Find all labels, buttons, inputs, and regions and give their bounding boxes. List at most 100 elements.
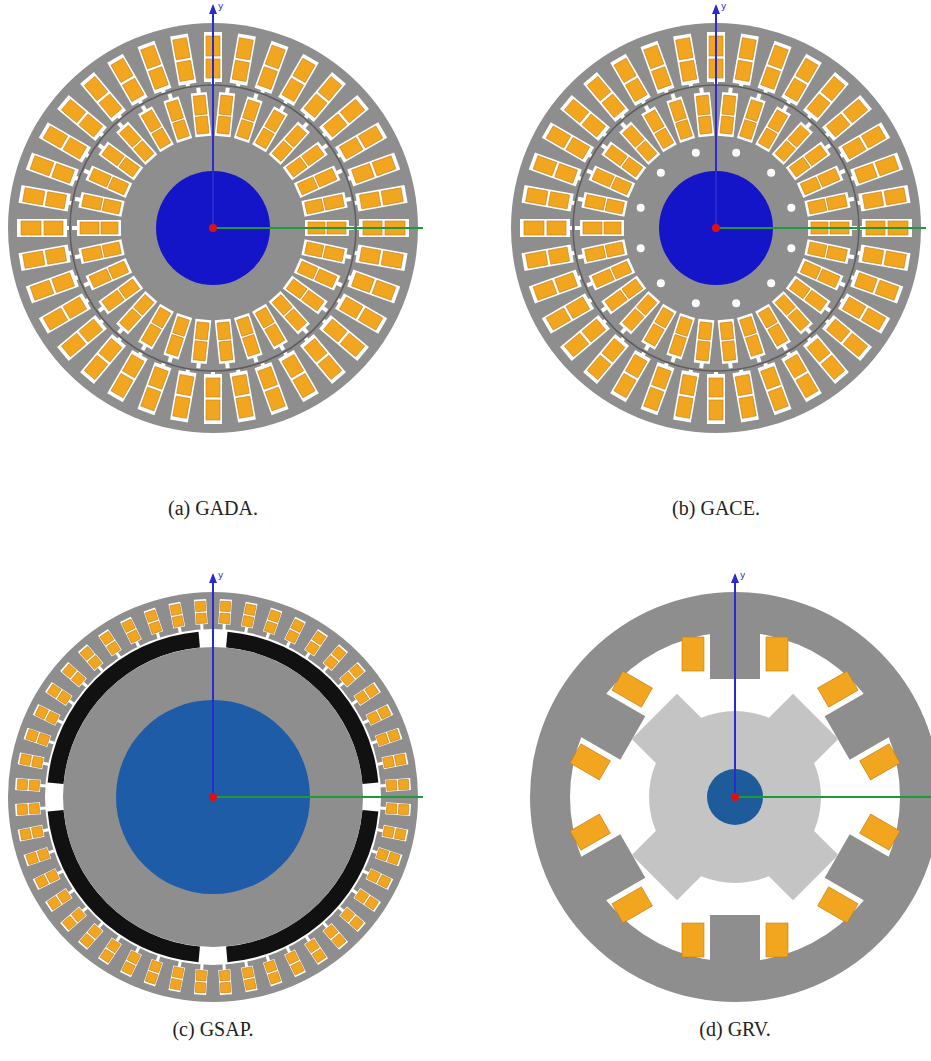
coil	[676, 120, 693, 140]
stator-slot	[335, 662, 366, 691]
stator-slot	[120, 944, 144, 977]
slot-opening	[620, 327, 627, 334]
slot-opening	[857, 200, 864, 205]
slot-opening	[371, 849, 379, 854]
coil	[101, 222, 118, 234]
coil	[44, 221, 63, 235]
coil	[611, 177, 631, 195]
reluctance-machine	[530, 573, 931, 1002]
rotor-hole	[767, 279, 775, 287]
stator-slot	[98, 629, 125, 661]
slot	[15, 802, 41, 816]
slot-opening	[824, 144, 831, 151]
coil	[546, 126, 570, 148]
rotor-hole	[767, 169, 775, 177]
coil	[625, 78, 647, 101]
y-axis	[715, 6, 717, 228]
stator-slot	[529, 269, 584, 304]
rotor-slot	[294, 163, 345, 198]
coil	[111, 373, 133, 397]
stator-slot	[301, 933, 328, 965]
stator-slot	[15, 802, 47, 816]
rotor-hole	[732, 299, 740, 307]
coil	[796, 58, 818, 82]
stator-slot	[26, 153, 81, 188]
slot	[45, 682, 72, 706]
coil	[141, 324, 161, 346]
coil	[196, 613, 207, 624]
coil	[680, 60, 697, 81]
coil	[582, 319, 606, 342]
coil	[172, 967, 184, 979]
slot-opening	[586, 281, 593, 287]
rotor-slot	[190, 319, 211, 369]
coil	[587, 355, 611, 379]
rotor-slot	[693, 319, 714, 369]
coil	[282, 78, 304, 101]
coil	[818, 168, 840, 187]
slot	[707, 374, 725, 424]
slot	[757, 362, 791, 415]
slot	[18, 752, 45, 769]
coil	[264, 960, 277, 973]
coil	[768, 324, 788, 346]
coil	[605, 290, 627, 311]
slot	[304, 938, 328, 965]
coil	[644, 387, 664, 411]
coil	[30, 280, 54, 300]
coil	[807, 94, 830, 118]
slot	[366, 868, 394, 890]
coil	[172, 616, 184, 628]
stator-slot	[144, 953, 165, 986]
coil	[79, 319, 103, 342]
coil	[605, 242, 624, 257]
rotor-slot	[718, 87, 739, 137]
coil	[323, 319, 347, 342]
slot	[204, 374, 222, 424]
rotor-slot	[804, 191, 855, 217]
stator-slot	[24, 845, 57, 866]
stator-slot	[261, 608, 282, 641]
slot-opening	[48, 849, 56, 854]
coil	[788, 125, 810, 147]
coil	[52, 273, 75, 293]
slot-opening	[739, 369, 744, 376]
coil	[746, 100, 763, 122]
coil	[796, 373, 818, 397]
rotor-hole	[657, 279, 665, 287]
slot	[39, 293, 91, 334]
coil	[388, 729, 401, 742]
slot	[529, 269, 582, 303]
stator-slot	[641, 41, 676, 96]
coil	[676, 316, 693, 336]
coil	[46, 711, 59, 724]
coil	[206, 378, 220, 397]
coil	[286, 279, 307, 299]
coil	[297, 177, 317, 195]
coil	[676, 396, 693, 418]
coil	[383, 826, 395, 838]
slot-opening	[48, 740, 56, 745]
coil	[614, 373, 636, 397]
coil	[302, 290, 324, 311]
coil	[195, 982, 206, 993]
stator-slot	[168, 602, 186, 635]
coil	[775, 141, 795, 162]
rotor-slot	[576, 191, 627, 217]
coil	[533, 156, 557, 176]
coil	[84, 355, 108, 379]
coil	[302, 145, 324, 166]
coil	[381, 188, 403, 205]
slot	[718, 319, 739, 364]
slot	[804, 239, 850, 264]
coil	[30, 156, 54, 176]
coil	[71, 908, 85, 922]
coil	[297, 261, 317, 279]
slot-opening	[857, 251, 864, 256]
coil	[35, 706, 48, 719]
slot	[120, 617, 142, 645]
y-axis	[212, 6, 214, 228]
coil	[232, 375, 249, 396]
slot-opening	[236, 369, 241, 376]
coil	[193, 95, 207, 115]
